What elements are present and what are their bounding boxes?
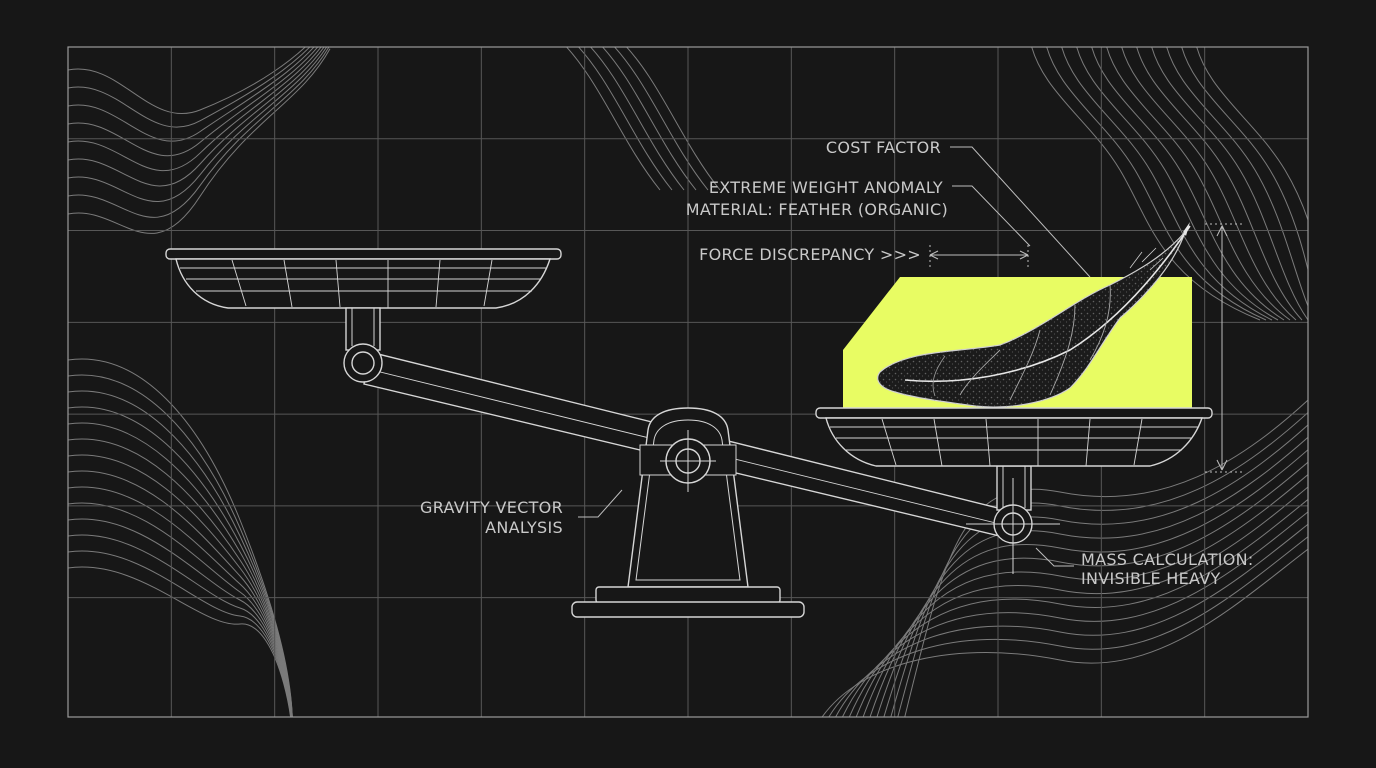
contour-line — [1196, 47, 1308, 222]
invisible-heavy-label: INVISIBLE HEAVY — [1081, 569, 1221, 588]
contour-line — [68, 550, 292, 717]
contour-line — [862, 473, 1308, 717]
contour-line — [613, 47, 709, 191]
gravity-vector-label: GRAVITY VECTOR — [420, 498, 563, 517]
left-pan — [165, 248, 562, 309]
contour-line — [869, 461, 1308, 717]
contour-line — [1121, 47, 1297, 321]
contour-line — [904, 399, 1308, 717]
contour-line — [68, 422, 293, 717]
frame-border — [67, 46, 1309, 718]
contour-line — [68, 47, 307, 115]
contour-line — [876, 449, 1308, 717]
mass-calculation-label: MASS CALCULATION: — [1081, 550, 1254, 569]
weight-anomaly-label: EXTREME WEIGHT ANOMALY — [709, 178, 943, 197]
center-stand — [571, 407, 805, 618]
contour-line — [890, 424, 1308, 717]
contour-line — [577, 47, 673, 191]
contour-line — [1031, 47, 1261, 321]
contour-line — [1106, 47, 1291, 321]
right-pan — [815, 407, 1213, 467]
contour-line — [848, 498, 1308, 717]
contour-line — [68, 566, 291, 717]
contour-line — [68, 518, 292, 717]
contour-line — [68, 47, 325, 187]
contour-line — [1136, 47, 1303, 321]
contour-line — [68, 47, 330, 218]
contour-line — [883, 436, 1308, 717]
contour-line — [565, 47, 661, 191]
contour-line — [68, 406, 293, 717]
contour-line — [821, 548, 1308, 717]
contour-line — [1151, 47, 1308, 321]
contour-line — [68, 47, 322, 172]
contour-line — [1076, 47, 1279, 321]
annotation-leaders — [578, 146, 1243, 567]
contour-line — [68, 47, 311, 128]
contour-line — [835, 523, 1308, 717]
contour-line — [68, 48, 331, 234]
contour-line — [601, 47, 697, 191]
contour-line — [68, 47, 328, 202]
material-label: MATERIAL: FEATHER (ORGANIC) — [686, 200, 948, 219]
contour-line — [68, 358, 293, 717]
cost-factor-label: COST FACTOR — [826, 138, 941, 157]
feather-icon — [877, 222, 1191, 408]
contour-line — [68, 47, 319, 157]
contour-line — [68, 438, 293, 717]
contour-line — [841, 511, 1308, 717]
contour-line — [1181, 47, 1308, 272]
contour-line — [1091, 47, 1285, 321]
force-discrepancy-label: FORCE DISCREPANCY >>> — [699, 245, 921, 264]
contour-lines — [68, 47, 1308, 717]
contour-line — [68, 374, 293, 717]
contour-line — [625, 47, 721, 191]
contour-line — [68, 486, 292, 717]
contour-line — [1061, 47, 1273, 321]
gravity-analysis-label: ANALYSIS — [485, 518, 563, 537]
contour-line — [589, 47, 685, 191]
contour-line — [68, 47, 315, 142]
contour-line — [1166, 47, 1308, 308]
balance-scale-icon — [165, 248, 1213, 618]
